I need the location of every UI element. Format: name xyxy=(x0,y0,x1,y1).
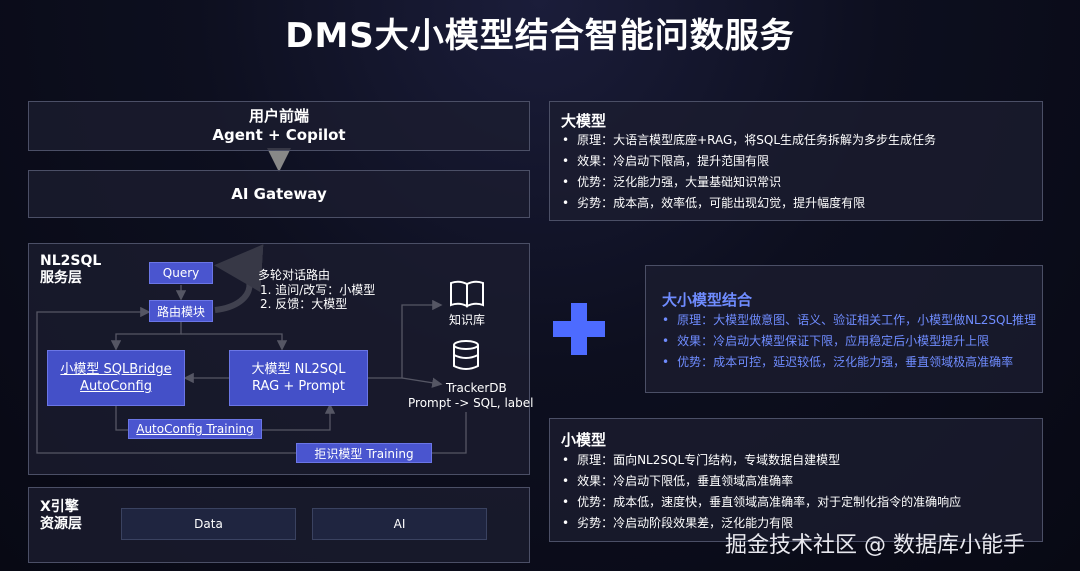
page-title: DMS大小模型结合智能问数服务 xyxy=(285,16,795,56)
routing-note-item-1: 1. 追问/改写：小模型 xyxy=(260,283,376,297)
ai-resource: AI xyxy=(312,508,487,540)
list-item: 优势：成本低，速度快，垂直领域高准确率，对于定制化指令的准确响应 xyxy=(562,492,961,513)
query-node: Query xyxy=(149,262,213,284)
database-icon xyxy=(453,340,479,370)
list-item: 优势：泛化能力强，大量基础知识常识 xyxy=(562,172,936,193)
autoconfig-training-label: AutoConfig Training xyxy=(136,422,254,436)
ai-gateway-label: AI Gateway xyxy=(231,184,327,203)
list-item: 原理：面向NL2SQL专门结构，专域数据自建模型 xyxy=(562,450,961,471)
trackerdb-subtitle: Prompt -> SQL, label xyxy=(408,396,534,410)
list-item: 劣势：冷启动阶段效果差，泛化能力有限 xyxy=(562,513,961,534)
routing-note-item-2: 2. 反馈：大模型 xyxy=(260,297,348,311)
list-item: 效果：冷启动下限低，垂直领域高准确率 xyxy=(562,471,961,492)
large-model-card-list: 原理：大语言模型底座+RAG，将SQL生成任务拆解为多步生成任务 效果：冷启动下… xyxy=(562,130,936,214)
list-item: 效果：冷启动下限高，提升范围有限 xyxy=(562,151,936,172)
small-model-card-title: 小模型 xyxy=(561,431,607,449)
frontend-label: 用户前端 xyxy=(248,107,309,125)
router-module-node: 路由模块 xyxy=(149,300,213,322)
frontend-subtitle: Agent + Copilot xyxy=(212,126,346,144)
large-model-line2: RAG + Prompt xyxy=(251,379,346,394)
book-icon xyxy=(450,280,484,308)
list-item: 原理：大模型做意图、语义、验证相关工作，小模型做NL2SQL推理 xyxy=(662,310,1036,331)
nl2sql-layer-label: NL2SQL 服务层 xyxy=(40,253,102,286)
ai-gateway-box: AI Gateway xyxy=(28,170,530,218)
trackerdb-label: TrackerDB xyxy=(446,381,507,395)
plus-icon xyxy=(553,303,605,355)
list-item: 原理：大语言模型底座+RAG，将SQL生成任务拆解为多步生成任务 xyxy=(562,130,936,151)
large-model-card-title: 大模型 xyxy=(561,112,607,130)
list-item: 优势：成本可控，延迟较低，泛化能力强，垂直领域极高准确率 xyxy=(662,352,1036,373)
list-item: 效果：冷启动大模型保证下限，应用稳定后小模型提升上限 xyxy=(662,331,1036,352)
list-item: 劣势：成本高，效率低，可能出现幻觉，提升幅度有限 xyxy=(562,193,936,214)
frontend-box: 用户前端 Agent + Copilot xyxy=(28,101,530,151)
intent-training-node: 拒识模型 Training xyxy=(296,443,432,463)
data-resource: Data xyxy=(121,508,296,540)
autoconfig-training-node: AutoConfig Training xyxy=(128,419,262,439)
watermark-text: 掘金技术社区 @ 数据库小能手 xyxy=(725,533,1025,558)
small-model-node: 小模型 SQLBridge AutoConfig xyxy=(47,350,185,406)
combined-model-card-list: 原理：大模型做意图、语义、验证相关工作，小模型做NL2SQL推理 效果：冷启动大… xyxy=(662,310,1036,373)
large-model-line1: 大模型 NL2SQL xyxy=(251,362,346,377)
large-model-node: 大模型 NL2SQL RAG + Prompt xyxy=(229,350,368,406)
routing-note-title: 多轮对话路由 xyxy=(258,268,331,282)
small-model-card-list: 原理：面向NL2SQL专门结构，专域数据自建模型 效果：冷启动下限低，垂直领域高… xyxy=(562,450,961,534)
small-model-line1: 小模型 SQLBridge xyxy=(60,362,172,377)
knowledge-base-label: 知识库 xyxy=(449,313,486,327)
small-model-line2: AutoConfig xyxy=(80,379,152,394)
engine-layer-label: X引擎 资源层 xyxy=(40,499,82,532)
combined-model-card-title: 大小模型结合 xyxy=(662,291,753,309)
